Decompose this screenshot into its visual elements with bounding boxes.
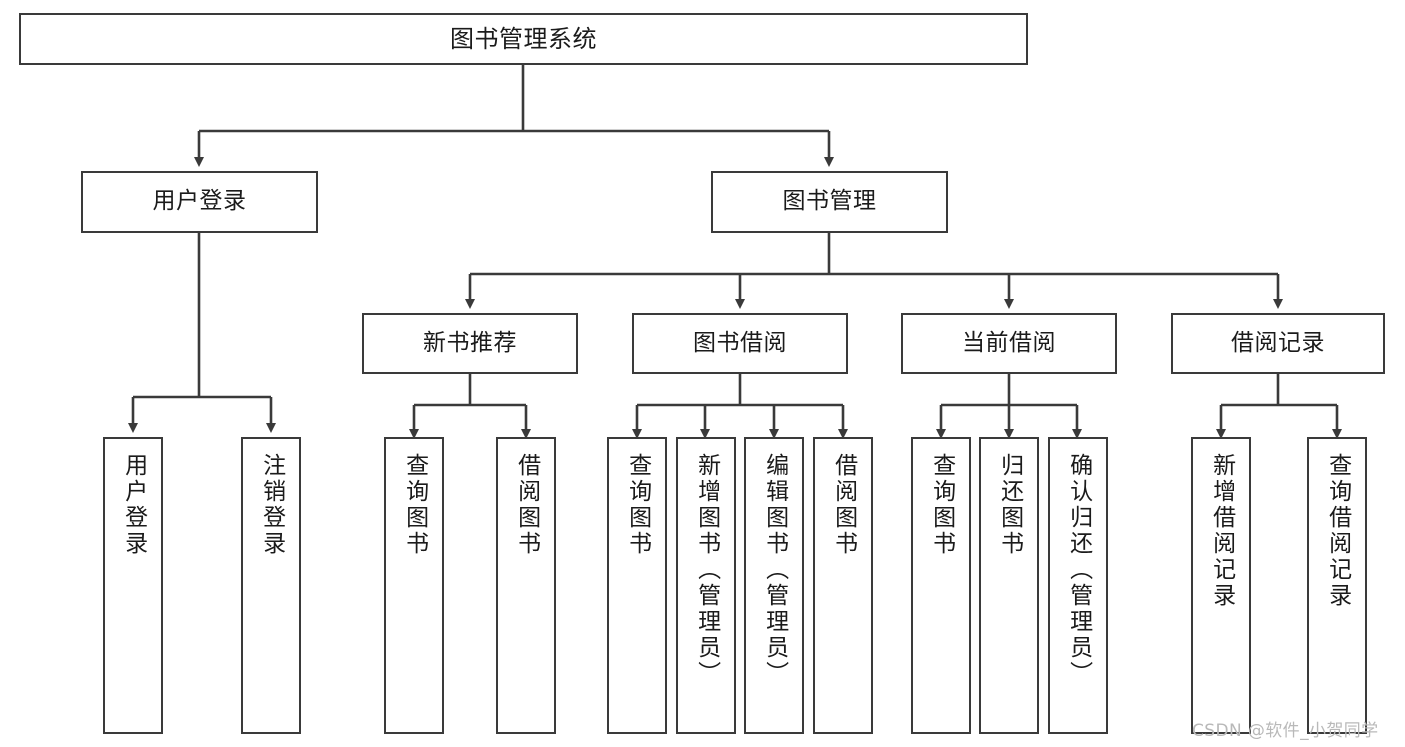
- leaf-return-book[interactable]: 归还图书: [979, 437, 1039, 734]
- node-label: 借阅图书: [830, 453, 857, 557]
- leaf-logout-login[interactable]: 注销登录: [241, 437, 301, 734]
- leaf-confirm-return[interactable]: 确认归还（管理员）: [1048, 437, 1108, 734]
- leaf-edit-book[interactable]: 编辑图书（管理员）: [744, 437, 804, 734]
- node-label: 编辑图书（管理员）: [761, 453, 788, 687]
- node-new-book-recommend[interactable]: 新书推荐: [362, 313, 578, 374]
- node-label: 确认归还（管理员）: [1065, 453, 1092, 687]
- node-user-login[interactable]: 用户登录: [81, 171, 318, 233]
- node-label: 查询借阅记录: [1324, 453, 1351, 609]
- leaf-query-borrow-record[interactable]: 查询借阅记录: [1307, 437, 1367, 734]
- node-label: 用户登录: [152, 188, 247, 215]
- leaf-query-book-current[interactable]: 查询图书: [911, 437, 971, 734]
- leaf-borrow-book[interactable]: 借阅图书: [813, 437, 873, 734]
- leaf-user-login[interactable]: 用户登录: [103, 437, 163, 734]
- node-label: 图书借阅: [693, 329, 787, 356]
- node-label: 图书管理: [782, 188, 877, 215]
- node-label: 图书管理系统: [450, 24, 597, 53]
- leaf-add-book[interactable]: 新增图书（管理员）: [676, 437, 736, 734]
- node-label: 新书推荐: [423, 329, 517, 356]
- leaf-query-book-recommend[interactable]: 查询图书: [384, 437, 444, 734]
- node-root-system[interactable]: 图书管理系统: [19, 13, 1028, 65]
- leaf-add-borrow-record[interactable]: 新增借阅记录: [1191, 437, 1251, 734]
- node-label: 注销登录: [258, 453, 285, 557]
- leaf-borrow-book-recommend[interactable]: 借阅图书: [496, 437, 556, 734]
- node-label: 归还图书: [996, 453, 1023, 557]
- node-label: 当前借阅: [962, 329, 1056, 356]
- node-book-borrow[interactable]: 图书借阅: [632, 313, 848, 374]
- node-label: 查询图书: [624, 453, 651, 557]
- node-label: 查询图书: [401, 453, 428, 557]
- node-book-management[interactable]: 图书管理: [711, 171, 948, 233]
- node-label: 查询图书: [928, 453, 955, 557]
- leaf-query-book-borrow[interactable]: 查询图书: [607, 437, 667, 734]
- node-borrow-record[interactable]: 借阅记录: [1171, 313, 1385, 374]
- node-label: 借阅图书: [513, 453, 540, 557]
- node-label: 新增图书（管理员）: [693, 453, 720, 687]
- node-label: 用户登录: [120, 453, 147, 557]
- node-label: 新增借阅记录: [1208, 453, 1235, 609]
- node-label: 借阅记录: [1231, 329, 1325, 356]
- watermark-text: CSDN @软件_小贺同学: [1192, 721, 1379, 741]
- node-current-borrow[interactable]: 当前借阅: [901, 313, 1117, 374]
